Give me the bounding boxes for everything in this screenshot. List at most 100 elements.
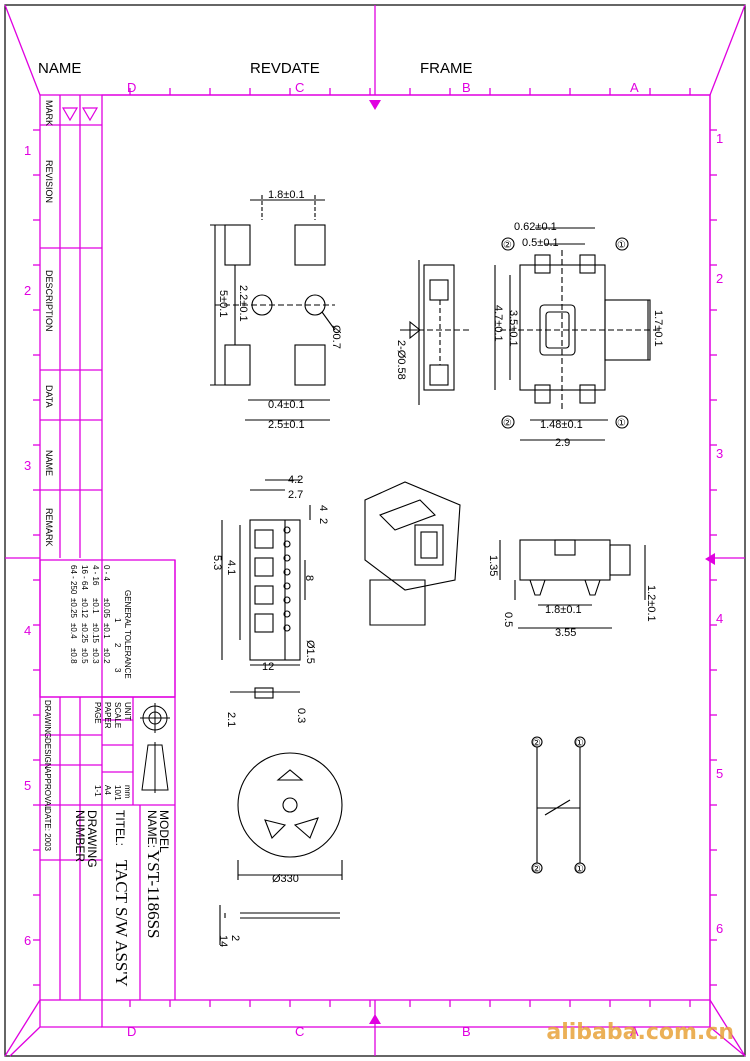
dim-2: 2	[317, 518, 329, 524]
paper-value: A4	[103, 785, 112, 795]
zone-col-b-top: B	[462, 80, 471, 95]
dim-8: 8	[303, 575, 315, 581]
drawing-number-label2: NUMBER	[73, 810, 87, 862]
title-value: TACT S/W ASS'Y	[112, 860, 131, 987]
dim-3-55: 3.55	[555, 627, 576, 639]
zone-row-6-right: 6	[716, 921, 723, 936]
zone-row-5-right: 5	[716, 766, 723, 781]
dim-0-5b: 0.5	[502, 612, 514, 627]
zone-col-b-bottom: B	[462, 1024, 471, 1039]
dim-phi-330: Ø330	[272, 873, 299, 885]
tolerance-title: GENERAL TOLERANCE	[123, 590, 132, 679]
drawing-label: DRAWING	[43, 700, 52, 738]
dim-0-3: 0.3	[295, 708, 307, 723]
unit-value: mm	[123, 785, 132, 799]
dim-phi-0-7: Ø0.7	[330, 325, 342, 349]
zone-col-a-top: A	[630, 80, 639, 95]
dim-0-4: 0.4±0.1	[268, 399, 305, 411]
tolerance-cell: ±0.25	[69, 598, 78, 619]
tolerance-cell: ±0.1	[91, 598, 100, 614]
schem-pin-2-top: ②	[532, 738, 541, 749]
zone-row-6-left: 6	[24, 933, 31, 948]
tolerance-cell: ±0.12	[80, 598, 89, 619]
dim-2-phi-0-58: 2-Ø0.58	[395, 340, 407, 380]
tolerance-cell: 64 - 250	[69, 565, 78, 595]
dim-1-48: 1.48±0.1	[540, 419, 583, 431]
paper-label: PAPER	[103, 702, 112, 729]
dim-phi-1-5: Ø1.5	[304, 640, 316, 664]
pin-1-bottom: ①	[617, 418, 626, 429]
dim-2-9: 2.9	[555, 437, 570, 449]
zone-row-4-left: 4	[24, 623, 31, 638]
title-label: TITEL:	[113, 810, 127, 846]
tolerance-col-3: 3	[113, 668, 122, 673]
zone-row-3-left: 3	[24, 458, 31, 473]
page-label: PAGE	[93, 702, 102, 724]
dim-2-1: 2.1	[225, 712, 237, 727]
dim-2b: 2	[229, 935, 241, 941]
schem-pin-1-top: ①	[575, 738, 584, 749]
header-frame: FRAME	[420, 60, 473, 77]
pin-1-top: ①	[617, 240, 626, 251]
dim-2-2: 2.2±0.1	[237, 285, 249, 322]
dim-2-7: 2.7	[288, 489, 303, 501]
watermark: alibaba.com.cn	[546, 1020, 734, 1045]
dim-4-2: 4.2	[288, 474, 303, 486]
dim-3-5: 3.5±0.1	[507, 310, 519, 347]
unit-label: UNIT	[123, 702, 132, 721]
scale-value: 10/1	[113, 785, 122, 801]
zone-row-3-right: 3	[716, 446, 723, 461]
dim-1-8b: 1.8±0.1	[545, 604, 582, 616]
dim-2-5: 2.5±0.1	[268, 419, 305, 431]
rev-name: NAME	[44, 450, 54, 476]
tolerance-cell: ±0.3	[91, 648, 100, 664]
tolerance-cell: 4 - 16	[91, 565, 100, 586]
zone-row-1-left: 1	[24, 143, 31, 158]
scale-label: SCALE	[113, 702, 122, 728]
tolerance-col-2: 2	[113, 643, 122, 648]
pin-2-top: ②	[503, 240, 512, 251]
tolerance-cell: ±0.15	[91, 623, 100, 644]
drawing-number-label: DRAWING	[85, 810, 99, 868]
tolerance-cell: ±0.4	[69, 623, 78, 639]
zone-row-2-left: 2	[24, 283, 31, 298]
zone-row-4-right: 4	[716, 611, 723, 626]
page-value: 1-1	[93, 785, 102, 797]
header-name: NAME	[38, 60, 81, 77]
model-label: MODEL	[157, 810, 171, 853]
tolerance-cell: ±0.05	[102, 598, 111, 619]
tolerance-cell: ±0.8	[69, 648, 78, 664]
dim-5-3: 5.3	[211, 555, 223, 570]
pin-2-bottom: ②	[503, 418, 512, 429]
dim-1-2: 1.2±0.1	[645, 585, 657, 622]
zone-col-c-bottom: C	[295, 1024, 304, 1039]
name-label: NAME:	[145, 810, 159, 848]
model-value: YST-1186SS	[144, 850, 163, 939]
zone-col-d-bottom: D	[127, 1024, 136, 1039]
zone-row-5-left: 5	[24, 778, 31, 793]
tolerance-cell: ±0.5	[80, 648, 89, 664]
dim-4-1: 4.1	[225, 560, 237, 575]
tolerance-cell: ±0.25	[80, 623, 89, 644]
dim-1-8: 1.8±0.1	[268, 189, 305, 201]
design-label: DESIGN	[43, 738, 52, 769]
rev-description: DESCRIPTION	[44, 270, 54, 332]
zone-col-d-top: D	[127, 80, 136, 95]
rev-data: DATA	[44, 385, 54, 408]
dim-0-5: 0.5±0.1	[522, 237, 559, 249]
rev-mark: MARK	[44, 100, 54, 126]
tolerance-cell: ±0.1	[102, 623, 111, 639]
zone-row-2-right: 2	[716, 271, 723, 286]
tolerance-cell: ±0.2	[102, 648, 111, 664]
zone-col-c-top: C	[295, 80, 304, 95]
schem-pin-1-bottom: ①	[575, 864, 584, 875]
dim-5: 5±0.1	[217, 290, 229, 317]
zone-col-a-bottom: A	[630, 1024, 639, 1039]
zone-row-1-right: 1	[716, 131, 723, 146]
date-label: DATE: 2003	[43, 808, 52, 852]
dim-4: 4	[317, 505, 329, 511]
tolerance-col-1: 1	[113, 618, 122, 623]
approval-label: APPROVAL	[43, 768, 52, 811]
dim-4-7: 4.7±0.1	[492, 305, 504, 342]
